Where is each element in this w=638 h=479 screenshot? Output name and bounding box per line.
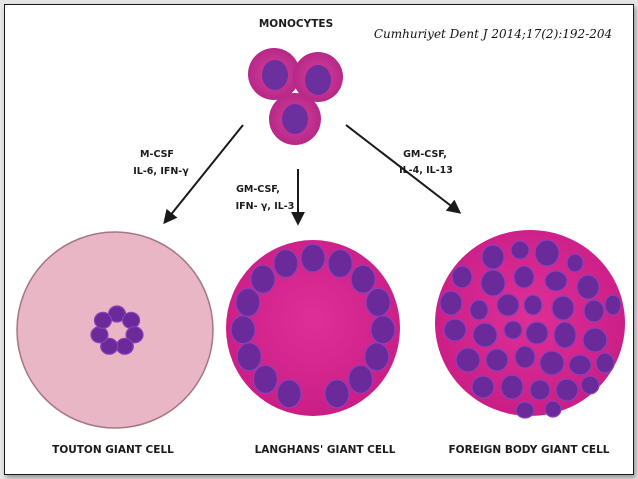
- center-cytokines-line1: GM-CSF,: [236, 184, 280, 195]
- nucleus: [481, 244, 505, 270]
- nucleus: [348, 364, 374, 394]
- nucleus: [236, 342, 262, 372]
- nucleus: [568, 354, 592, 376]
- nucleus: [364, 342, 390, 372]
- nucleus: [580, 375, 600, 395]
- nucleus: [276, 379, 302, 409]
- nucleus: [471, 375, 495, 399]
- nucleus: [455, 347, 481, 373]
- nucleus: [485, 348, 509, 372]
- monocyte-nucleus: [305, 65, 331, 95]
- giant-cell-diagram: MONOCYTES Cumhuriyet Dent J 2014;17(2):1…: [16, 18, 625, 456]
- nucleus: [566, 253, 584, 273]
- nucleus: [370, 315, 396, 345]
- nucleus: [350, 264, 376, 294]
- nucleus: [273, 248, 299, 279]
- arrow-right: [345, 124, 462, 214]
- nucleus: [125, 326, 144, 344]
- nucleus: [252, 364, 278, 394]
- right-cytokines-line1: GM-CSF,: [403, 149, 447, 160]
- nucleus: [230, 315, 256, 345]
- monocyte-nucleus: [262, 60, 288, 90]
- nucleus: [250, 264, 276, 294]
- nucleus: [503, 320, 523, 340]
- nucleus: [525, 321, 549, 345]
- figure-frame: MONOCYTES Cumhuriyet Dent J 2014;17(2):1…: [4, 4, 634, 475]
- touton-cytoplasm: [16, 231, 214, 429]
- nucleus: [469, 299, 489, 321]
- monocytes-title: MONOCYTES: [259, 18, 333, 30]
- nucleus: [496, 293, 520, 317]
- nucleus: [544, 400, 562, 418]
- nucleus: [480, 269, 506, 297]
- nucleus: [582, 327, 608, 353]
- nucleus: [513, 265, 535, 289]
- monocyte-cluster: [248, 48, 343, 145]
- nucleus: [576, 274, 600, 300]
- citation: Cumhuriyet Dent J 2014;17(2):192-204: [374, 27, 612, 41]
- nucleus: [90, 326, 109, 344]
- nucleus: [534, 239, 560, 267]
- nucleus: [235, 287, 261, 318]
- foreign-body-giant-cell: [435, 230, 625, 419]
- nucleus: [529, 379, 551, 401]
- touton-giant-cell: [16, 231, 214, 429]
- nucleus: [121, 311, 141, 330]
- nucleus: [500, 374, 524, 400]
- nucleus: [327, 248, 353, 279]
- monocyte-nucleus: [282, 104, 308, 134]
- nucleus: [514, 345, 536, 369]
- nucleus: [100, 337, 119, 355]
- foreign-body-label: FOREIGN BODY GIANT CELL: [449, 444, 610, 456]
- left-cytokines-line2: IL-6, IFN-γ: [133, 166, 189, 177]
- nucleus: [544, 270, 568, 292]
- nucleus: [115, 337, 134, 355]
- nucleus: [324, 379, 350, 409]
- center-cytokines-line2: IFN- γ, IL-3: [236, 201, 295, 212]
- nucleus: [365, 287, 391, 318]
- nucleus: [443, 318, 467, 342]
- nucleus: [439, 290, 463, 316]
- nucleus: [551, 295, 575, 321]
- nucleus: [515, 401, 535, 419]
- left-cytokines-line1: M-CSF: [140, 149, 174, 160]
- nucleus: [523, 294, 543, 316]
- langhans-label: LANGHANS' GIANT CELL: [255, 444, 396, 456]
- nucleus: [539, 350, 565, 376]
- touton-nuclei-ring: [90, 305, 144, 355]
- nucleus: [595, 352, 615, 374]
- nucleus: [553, 321, 577, 349]
- nucleus: [555, 378, 579, 402]
- langhans-nuclei-ring: [230, 243, 396, 409]
- nucleus: [451, 265, 473, 289]
- nucleus: [510, 240, 530, 260]
- touton-label: TOUTON GIANT CELL: [52, 444, 174, 456]
- langhans-giant-cell: [226, 240, 400, 416]
- nucleus: [472, 322, 498, 348]
- nucleus: [604, 294, 622, 316]
- nucleus: [583, 299, 605, 323]
- nucleus: [93, 311, 113, 330]
- nucleus: [300, 243, 326, 273]
- arrow-left: [163, 124, 244, 225]
- right-cytokines-line2: IL-4, IL-13: [399, 165, 453, 176]
- foreign-body-nuclei: [439, 239, 622, 419]
